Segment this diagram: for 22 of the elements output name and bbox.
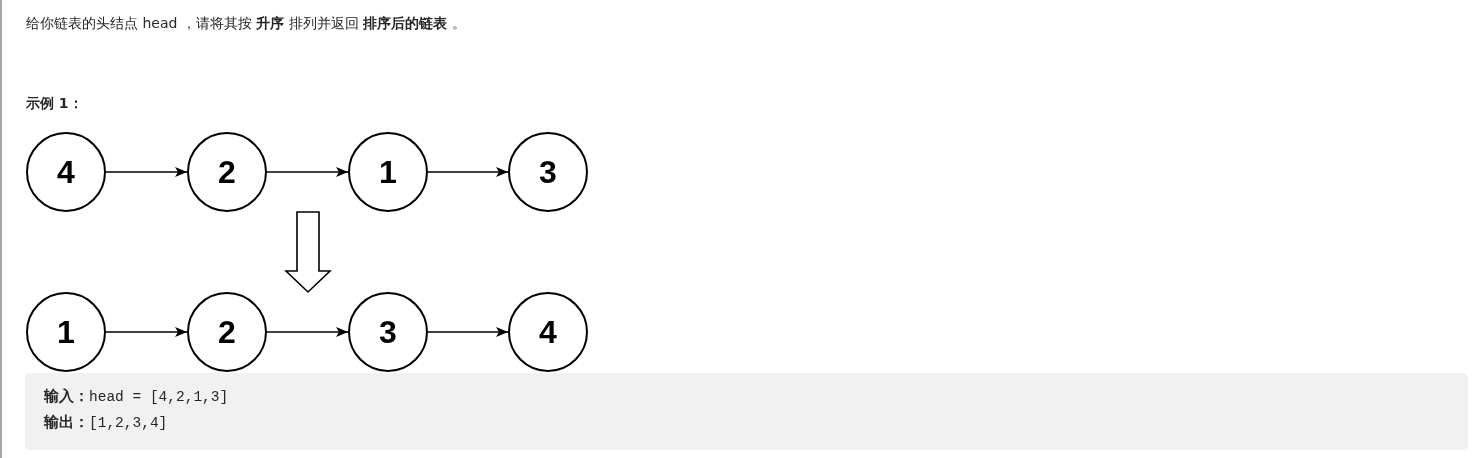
description-text: 给你链表的头结点 head ，请将其按 升序 排列并返回 排序后的链表 。 [26,14,466,33]
list-node-circle: 3 [508,132,588,212]
linked-list-drawing [26,292,590,372]
list-node-circle: 2 [187,292,267,372]
code-line: 输出：[1,2,3,4] [44,413,168,433]
arrow [427,167,509,177]
list-node-circle: 2 [187,132,267,212]
arrow [427,327,509,337]
arrow [266,327,349,337]
code-line: 输入：head = [4,2,1,3] [44,387,229,407]
arrow [266,167,349,177]
list-node-circle: 1 [26,292,106,372]
block-arrow [284,211,332,294]
list-node-circle: 3 [348,292,428,372]
arrow [105,327,188,337]
list-node-circle: 4 [508,292,588,372]
list-node-circle: 1 [348,132,428,212]
list-node-circle: 4 [26,132,106,212]
linked-list-drawing [26,132,590,212]
arrow [105,167,188,177]
example-code-block [25,373,1468,450]
example-heading: 示例 1： [26,94,83,113]
